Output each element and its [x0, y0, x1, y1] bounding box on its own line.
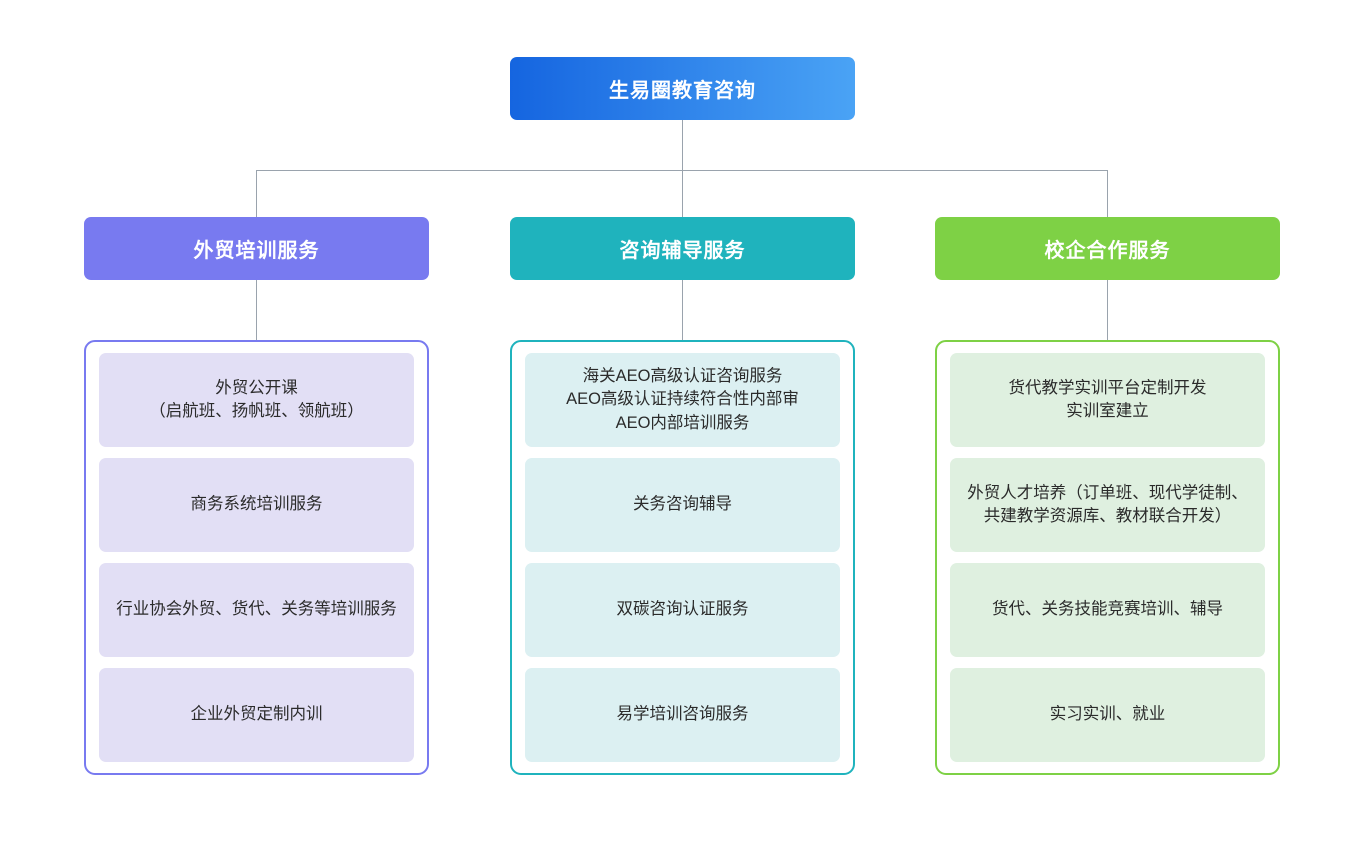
- list-item[interactable]: 外贸公开课 （启航班、扬帆班、领航班）: [99, 353, 414, 447]
- card-label: 外贸公开课 （启航班、扬帆班、领航班）: [149, 378, 364, 420]
- card-label: 企业外贸定制内训: [190, 705, 323, 724]
- list-item[interactable]: 商务系统培训服务: [99, 458, 414, 552]
- column-header-0[interactable]: 外贸培训服务: [84, 217, 429, 280]
- list-item[interactable]: 外贸人才培养（订单班、现代学徒制、共建教学资源库、教材联合开发）: [950, 458, 1265, 552]
- column-header-label-2: 校企合作服务: [1044, 240, 1171, 262]
- card-label: 关务咨询辅导: [633, 495, 732, 514]
- connector-horizontal-bus: [256, 170, 1107, 171]
- column-header-label-1: 咨询辅导服务: [619, 240, 746, 262]
- column-box-1: 海关AEO高级认证咨询服务 AEO高级认证持续符合性内部审 AEO内部培训服务 …: [510, 340, 855, 775]
- root-node[interactable]: 生易圈教育咨询: [510, 57, 855, 120]
- list-item[interactable]: 关务咨询辅导: [525, 458, 840, 552]
- column-header-label-0: 外贸培训服务: [193, 240, 320, 262]
- card-label: 实习实训、就业: [1049, 705, 1166, 724]
- root-node-label: 生易圈教育咨询: [609, 80, 756, 102]
- connector-root-stem: [682, 120, 683, 170]
- connector-header-to-box-left: [256, 280, 257, 340]
- list-item[interactable]: 货代、关务技能竞赛培训、辅导: [950, 563, 1265, 657]
- list-item[interactable]: 双碳咨询认证服务: [525, 563, 840, 657]
- list-item[interactable]: 实习实训、就业: [950, 668, 1265, 762]
- card-label: 易学培训咨询服务: [616, 705, 749, 724]
- card-label: 海关AEO高级认证咨询服务 AEO高级认证持续符合性内部审 AEO内部培训服务: [566, 366, 799, 432]
- card-label: 货代教学实训平台定制开发 实训室建立: [1008, 378, 1207, 420]
- column-header-1[interactable]: 咨询辅导服务: [510, 217, 855, 280]
- connector-drop-left: [256, 170, 257, 217]
- list-item[interactable]: 企业外贸定制内训: [99, 668, 414, 762]
- connector-drop-center: [682, 170, 683, 217]
- card-label: 货代、关务技能竞赛培训、辅导: [992, 600, 1223, 619]
- column-box-2: 货代教学实训平台定制开发 实训室建立 外贸人才培养（订单班、现代学徒制、共建教学…: [935, 340, 1280, 775]
- list-item[interactable]: 行业协会外贸、货代、关务等培训服务: [99, 563, 414, 657]
- list-item[interactable]: 海关AEO高级认证咨询服务 AEO高级认证持续符合性内部审 AEO内部培训服务: [525, 353, 840, 447]
- card-label: 双碳咨询认证服务: [616, 600, 749, 619]
- card-label: 行业协会外贸、货代、关务等培训服务: [116, 600, 397, 619]
- column-box-0: 外贸公开课 （启航班、扬帆班、领航班） 商务系统培训服务 行业协会外贸、货代、关…: [84, 340, 429, 775]
- column-header-2[interactable]: 校企合作服务: [935, 217, 1280, 280]
- card-label: 商务系统培训服务: [190, 495, 323, 514]
- list-item[interactable]: 货代教学实训平台定制开发 实训室建立: [950, 353, 1265, 447]
- connector-header-to-box-right: [1107, 280, 1108, 340]
- connector-drop-right: [1107, 170, 1108, 217]
- card-label: 外贸人才培养（订单班、现代学徒制、共建教学资源库、教材联合开发）: [967, 483, 1248, 525]
- list-item[interactable]: 易学培训咨询服务: [525, 668, 840, 762]
- connector-header-to-box-center: [682, 280, 683, 340]
